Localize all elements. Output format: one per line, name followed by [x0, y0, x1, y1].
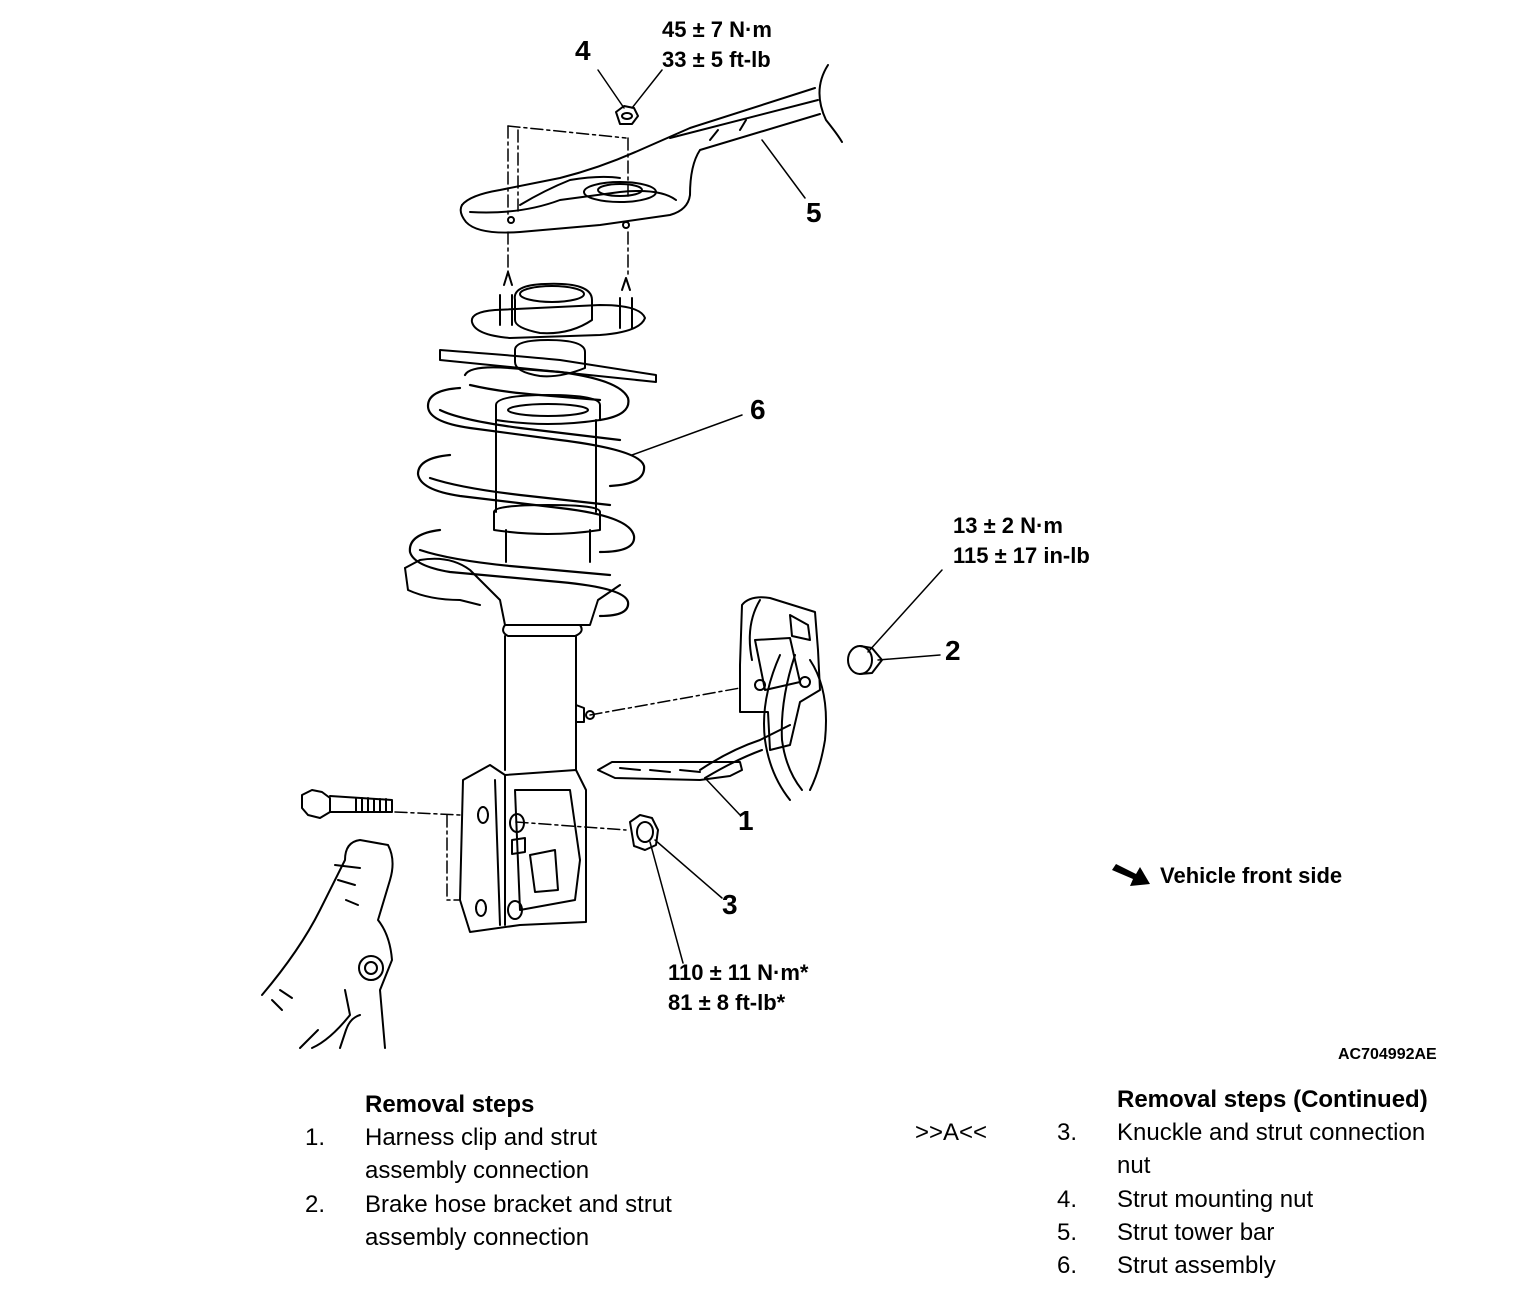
step-1-line-1: Harness clip and strut — [365, 1124, 598, 1151]
step-2-text: Brake hose bracket and strut assembly co… — [365, 1188, 672, 1254]
callout-1: 1 — [738, 805, 754, 836]
step-2-number: 2. — [305, 1191, 326, 1218]
strut-body — [404, 394, 621, 771]
step-4-number: 4. — [1057, 1186, 1078, 1213]
step-3-text: Knuckle and strut connection nut — [1117, 1116, 1425, 1182]
torque-imperial: 115 ± 17 in-lb — [953, 543, 1090, 568]
step-3-line-1: Knuckle and strut connection — [1117, 1119, 1426, 1146]
callout-3: 3 — [722, 889, 738, 920]
figure-code: AC704992AE — [1338, 1046, 1437, 1063]
torque-metric: 13 ± 2 N·m — [953, 513, 1063, 538]
step-6-number: 6. — [1057, 1252, 1078, 1279]
step-1-number: 1. — [305, 1124, 326, 1151]
torque-imperial: 33 ± 5 ft-lb — [662, 47, 771, 72]
removal-steps-continued-header: Removal steps (Continued) — [1117, 1086, 1428, 1113]
leader-lines — [597, 69, 943, 964]
coil-spring — [408, 366, 646, 618]
step-5-number: 5. — [1057, 1219, 1078, 1246]
removal-steps-left: Removal steps 1. Harness clip and strut … — [305, 1088, 865, 1278]
torque-spec-nut-2: 13 ± 2 N·m 115 ± 17 in-lb — [953, 511, 1090, 571]
step-6-text: Strut assembly — [1117, 1252, 1276, 1279]
step-4-text: Strut mounting nut — [1117, 1186, 1314, 1213]
vehicle-front-note: Vehicle front side — [1160, 863, 1343, 888]
callout-5: 5 — [806, 197, 822, 228]
step-2-line-2: assembly connection — [365, 1224, 590, 1251]
step-3-line-2: nut — [1117, 1152, 1151, 1179]
upper-strut-mount — [470, 271, 646, 339]
vehicle-front-arrow-icon — [1112, 864, 1150, 886]
strut-tower-bar — [459, 64, 843, 234]
torque-metric: 45 ± 7 N·m — [662, 17, 772, 42]
strut-mounting-nut — [615, 105, 639, 125]
torque-metric: 110 ± 11 N·m* — [668, 960, 809, 985]
removal-steps-right: Removal steps (Continued) >>A<< 3. Knuck… — [915, 1083, 1515, 1303]
harness-clip — [597, 724, 791, 781]
brake-hose-bracket — [739, 596, 883, 801]
knuckle-strut-connection-nut — [629, 814, 659, 851]
knuckle-bolt — [301, 789, 393, 819]
step-1-text: Harness clip and strut assembly connecti… — [365, 1121, 597, 1187]
callout-6: 6 — [750, 394, 766, 425]
torque-spec-nut-4: 45 ± 7 N·m 33 ± 5 ft-lb — [662, 15, 772, 75]
removal-steps-header: Removal steps — [365, 1091, 535, 1118]
torque-imperial: 81 ± 8 ft-lb* — [668, 990, 786, 1015]
step-1-line-2: assembly connection — [365, 1157, 590, 1184]
step-5-text: Strut tower bar — [1117, 1219, 1275, 1246]
service-point-marker: >>A<< — [915, 1119, 988, 1146]
alignment-guides — [394, 125, 741, 901]
callout-2: 2 — [945, 635, 961, 666]
callout-4: 4 — [575, 35, 591, 66]
strut-knuckle-bracket — [459, 764, 587, 933]
strut-assembly-illustration — [261, 64, 1150, 1049]
torque-spec-nut-3: 110 ± 11 N·m* 81 ± 8 ft-lb* — [668, 958, 809, 1018]
spring-upper-seat — [439, 339, 657, 383]
steering-knuckle — [261, 839, 394, 1049]
step-3-number: 3. — [1057, 1119, 1078, 1146]
step-2-line-1: Brake hose bracket and strut — [365, 1191, 672, 1218]
